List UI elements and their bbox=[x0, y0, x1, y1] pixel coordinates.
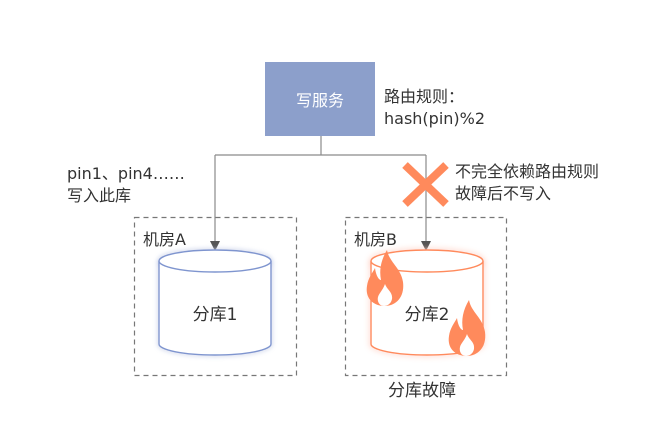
write-service-label: 写服务 bbox=[295, 91, 344, 110]
left-branch-note: 写入此库 bbox=[67, 186, 132, 205]
room-b-box bbox=[344, 216, 508, 377]
room-b-label: 机房B bbox=[354, 230, 397, 249]
fire-icon bbox=[448, 300, 486, 356]
right-branch-note-1: 不完全依赖路由规则 bbox=[455, 162, 600, 181]
write-service-box bbox=[265, 62, 375, 136]
cross-icon bbox=[402, 162, 449, 207]
room-a-label: 机房A bbox=[143, 230, 186, 249]
right-branch-note-2: 故障后不写入 bbox=[455, 184, 552, 203]
connector-lines bbox=[210, 136, 431, 251]
database-1-label: 分库1 bbox=[192, 305, 238, 325]
fire-icon bbox=[366, 250, 404, 306]
fault-caption: 分库故障 bbox=[388, 381, 456, 401]
left-branch-pins: pin1、pin4…… bbox=[67, 164, 185, 183]
routing-rule-formula: hash(pin)%2 bbox=[384, 109, 486, 128]
room-a-box bbox=[133, 216, 298, 377]
database-cylinder-1 bbox=[158, 249, 272, 356]
routing-rule-title: 路由规则： bbox=[384, 87, 465, 106]
database-2-label: 分库2 bbox=[404, 305, 450, 325]
